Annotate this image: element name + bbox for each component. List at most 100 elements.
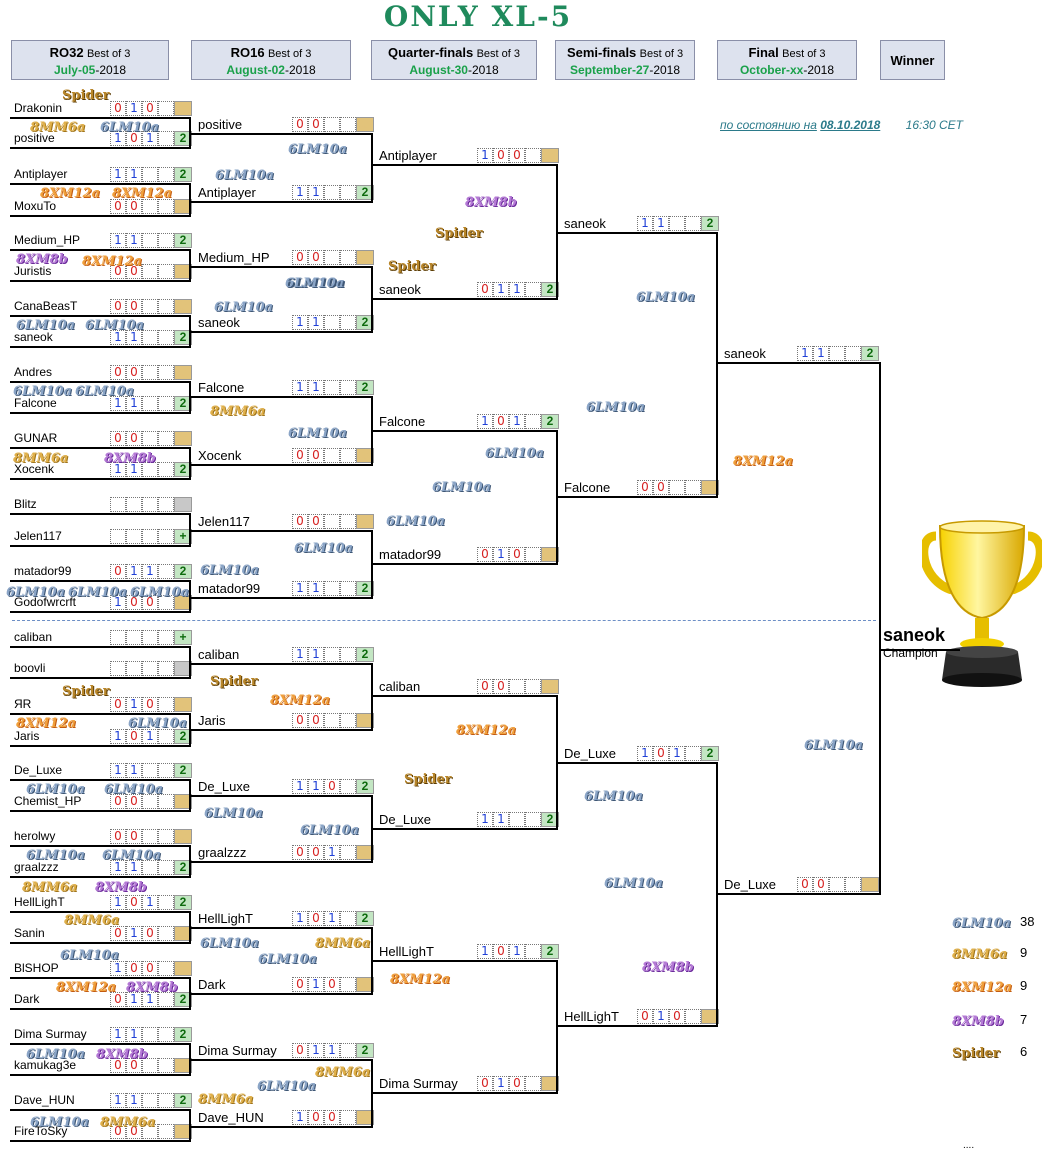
- map-label: 8XM12a: [82, 254, 143, 269]
- game-result: 0: [292, 845, 308, 860]
- slot-line: [190, 1059, 372, 1061]
- game-result: 0: [797, 877, 813, 892]
- game-result: [324, 250, 340, 265]
- map-label: 6LM10a: [432, 480, 492, 495]
- game-result: [324, 448, 340, 463]
- player-name: Falcone: [564, 480, 611, 495]
- slot-line: [10, 1140, 190, 1142]
- match-total: 0: [356, 250, 374, 265]
- match-total: 0: [174, 431, 192, 446]
- legend-map: 6LM10a: [952, 916, 1012, 931]
- slot-line: [557, 1025, 717, 1027]
- player-name: Dima Surmay: [379, 1076, 458, 1091]
- game-result: 0: [308, 250, 324, 265]
- match-total: 0: [701, 480, 719, 495]
- game-result: [142, 630, 158, 645]
- slot-line: [10, 646, 190, 648]
- slot-line: [10, 911, 190, 913]
- bracket-connector: [189, 381, 191, 414]
- game-result: 0: [126, 794, 142, 809]
- slot-line: [10, 447, 190, 449]
- game-result: 0: [142, 926, 158, 941]
- match-total: 0: [174, 595, 192, 610]
- map-label: 6LM10a: [26, 848, 86, 863]
- player-name: De_Luxe: [198, 779, 251, 794]
- slot-line: [190, 597, 372, 599]
- game-result: [142, 264, 158, 279]
- slot-line: [10, 677, 190, 679]
- bracket-connector: [189, 249, 191, 282]
- game-result: [158, 167, 174, 182]
- slot-line: [190, 927, 372, 929]
- player-name: Medium_HP: [198, 250, 270, 265]
- map-label: 8XM12a: [456, 723, 517, 738]
- legend-map: 8XM8b: [952, 1014, 1004, 1029]
- game-result: 1: [110, 131, 126, 146]
- match-total: 0: [174, 829, 192, 844]
- game-result: [142, 794, 158, 809]
- bracket-connector: [556, 430, 558, 565]
- score-box: [110, 661, 192, 676]
- player-name: Xocenk: [14, 462, 55, 476]
- game-result: [158, 729, 174, 744]
- player-name: FireToSky: [14, 1124, 68, 1138]
- player-name: saneok: [724, 346, 766, 361]
- game-result: [142, 365, 158, 380]
- match-total: 2: [174, 330, 192, 345]
- player-name: BlSHOP: [14, 961, 59, 975]
- match-total: [174, 661, 192, 676]
- legend-map: Spider: [952, 1046, 1000, 1061]
- game-result: 0: [324, 779, 340, 794]
- player-name: MoxuTo: [14, 199, 57, 213]
- game-result: 0: [110, 829, 126, 844]
- player-name: De_Luxe: [14, 763, 63, 777]
- game-result: [158, 697, 174, 712]
- game-result: 1: [324, 1043, 340, 1058]
- round-year: -2018: [95, 63, 127, 77]
- player-name: herolwy: [14, 829, 56, 843]
- slot-line: [372, 960, 557, 962]
- slot-line: [10, 412, 190, 414]
- match-total: 0: [174, 299, 192, 314]
- match-total: 2: [174, 1093, 192, 1108]
- game-result: 1: [142, 131, 158, 146]
- map-label: 6LM10a: [130, 585, 190, 600]
- game-result: 1: [126, 167, 142, 182]
- game-result: [340, 380, 356, 395]
- bracket-connector: [371, 663, 373, 731]
- game-result: [324, 380, 340, 395]
- round-format: Best of 3: [86, 48, 131, 60]
- game-result: 0: [142, 697, 158, 712]
- game-result: 1: [126, 697, 142, 712]
- game-result: 1: [126, 564, 142, 579]
- game-result: [685, 746, 701, 761]
- game-result: 0: [292, 117, 308, 132]
- game-result: 0: [292, 1043, 308, 1058]
- game-result: [324, 185, 340, 200]
- player-name: graalzzz: [198, 845, 247, 860]
- game-result: [685, 480, 701, 495]
- game-result: 1: [493, 1076, 509, 1091]
- game-result: 1: [509, 944, 525, 959]
- player-name: caliban: [379, 679, 421, 694]
- slot-line: [190, 663, 372, 665]
- slot-line: [10, 1109, 190, 1111]
- slot-line: [10, 147, 190, 149]
- game-result: [158, 497, 174, 512]
- slot-line: [10, 478, 190, 480]
- round-name: Semi-finals: [566, 45, 637, 60]
- match-total: +: [174, 529, 192, 544]
